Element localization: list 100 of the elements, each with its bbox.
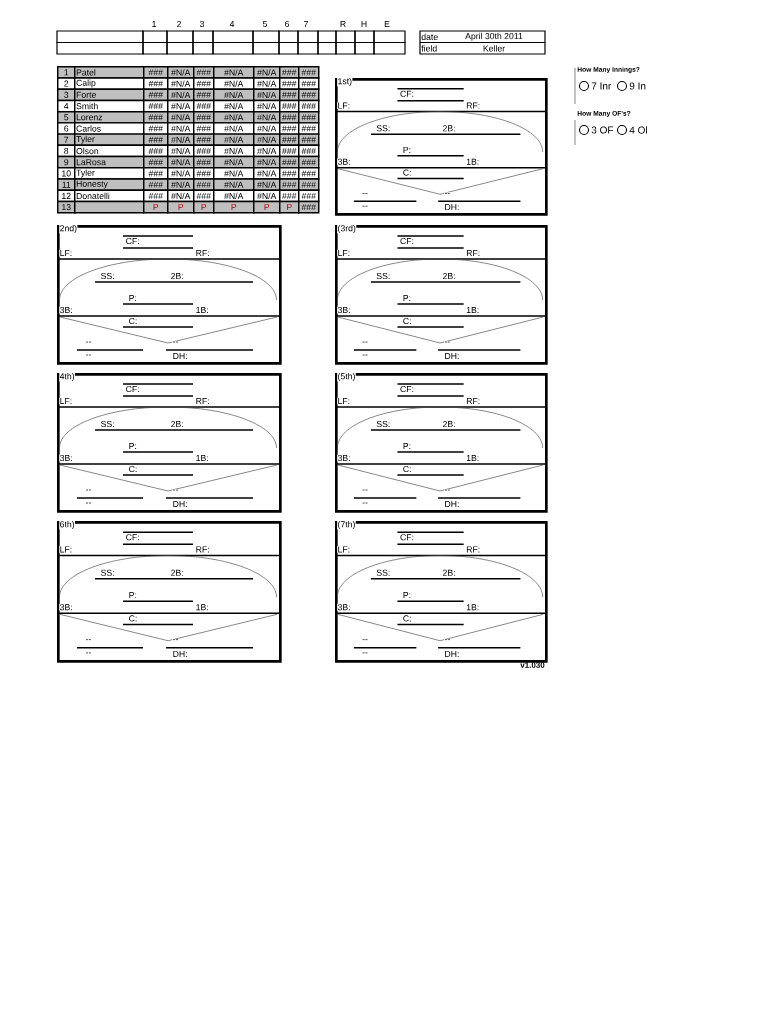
column-header: R	[340, 21, 346, 27]
field-box	[334, 520, 548, 663]
position-label: LF:	[337, 102, 351, 109]
blank-label: --	[444, 489, 451, 493]
position-label: RF:	[465, 546, 481, 553]
position-label: SS:	[375, 272, 391, 280]
field-value: April 30th 2011	[465, 32, 523, 41]
blank-label: --	[361, 489, 369, 493]
table-cell: #N/A	[213, 122, 255, 135]
table-cell: ###	[298, 167, 320, 180]
field-box	[56, 520, 282, 663]
inning-heading: 2nd)	[59, 224, 78, 234]
position-label: 3B:	[337, 454, 351, 462]
position-label: RF:	[195, 397, 211, 405]
inning-heading: (3rd)	[337, 224, 357, 234]
field-label: date	[421, 33, 438, 40]
position-label: DH:	[172, 352, 188, 360]
position-label: C:	[402, 317, 412, 325]
position-label: RF:	[195, 249, 211, 257]
position-label: SS:	[100, 569, 116, 577]
field-value: Keller	[483, 45, 505, 52]
table-cell: ###	[298, 133, 320, 147]
position-label: 3B:	[59, 454, 74, 462]
radio-button: 7 Inr	[578, 80, 612, 92]
position-label: DH:	[172, 650, 188, 658]
table-cell: ###	[143, 77, 169, 90]
column-header: 5	[262, 21, 268, 27]
table-cell: P	[253, 200, 281, 214]
position-label: 2B:	[442, 272, 456, 280]
blank-label: --	[361, 341, 369, 345]
position-label: 2B:	[442, 569, 456, 577]
position-label: SS:	[100, 420, 116, 428]
position-label: 3B:	[59, 603, 74, 611]
column-header: E	[384, 21, 390, 27]
blank-label: --	[172, 341, 179, 345]
field-box	[334, 224, 548, 365]
position-label: CF:	[125, 533, 141, 541]
position-label: 1B:	[465, 306, 480, 314]
position-label: LF:	[59, 397, 73, 405]
position-label: 1B:	[465, 454, 480, 462]
table-cell: ###	[279, 167, 300, 180]
table-cell: ###	[298, 178, 320, 191]
inning-heading: (7th)	[337, 520, 356, 530]
blank-label: --	[361, 205, 369, 209]
position-label: 2B:	[170, 272, 185, 280]
position-label: 3B:	[337, 603, 351, 611]
blank-label: --	[361, 354, 369, 358]
blank-label: --	[444, 192, 451, 196]
column-header: 2	[177, 21, 181, 28]
position-label: DH:	[444, 500, 460, 508]
blank-label: --	[444, 639, 451, 643]
inning-heading: 6th)	[59, 520, 75, 530]
table-cell: #N/A	[253, 122, 281, 135]
position-label: CF:	[399, 385, 415, 393]
table-cell: #N/A	[213, 167, 255, 180]
position-label: 2B:	[170, 569, 185, 577]
position-label: 1B:	[465, 158, 480, 166]
table-cell: 6	[57, 122, 76, 135]
table-cell: #N/A	[167, 122, 195, 135]
column-header: H	[361, 21, 367, 27]
field-box	[334, 372, 548, 513]
position-label: 1B:	[195, 603, 210, 611]
position-label: C:	[402, 465, 412, 473]
table-cell: ###	[193, 122, 215, 135]
table-cell: P	[279, 200, 300, 214]
blank-label: --	[85, 639, 92, 643]
radio-button: 3 OF	[578, 124, 614, 136]
position-label: C:	[402, 614, 412, 622]
table-cell: ###	[279, 77, 300, 90]
blank-label: --	[85, 341, 92, 345]
table-cell: ###	[298, 88, 320, 102]
position-label: LF:	[337, 249, 351, 257]
blank-label: --	[361, 639, 369, 643]
table-cell: P	[143, 200, 169, 214]
table-cell: #N/A	[253, 77, 281, 90]
position-label: P:	[128, 591, 138, 599]
position-label: 1B:	[465, 603, 480, 611]
inning-heading: (5th)	[337, 372, 356, 382]
position-label: LF:	[59, 546, 73, 553]
table-cell: #N/A	[167, 167, 195, 180]
position-label: DH:	[444, 203, 460, 211]
position-label: CF:	[399, 237, 415, 245]
position-label: 3B:	[337, 306, 351, 314]
blank-label: --	[361, 502, 369, 506]
table-cell: #N/A	[213, 77, 255, 90]
position-label: RF:	[465, 102, 481, 109]
blank-label: --	[85, 489, 92, 493]
table-cell: 2	[57, 77, 76, 90]
radio-button: 9 In	[616, 80, 646, 92]
table-cell: #N/A	[253, 167, 281, 180]
position-label: 3B:	[337, 158, 351, 166]
position-label: C:	[402, 169, 412, 177]
table-cell: ###	[193, 167, 215, 180]
position-label: LF:	[337, 546, 351, 553]
position-label: P:	[402, 294, 412, 302]
field-box	[334, 77, 548, 216]
position-label: DH:	[444, 352, 460, 360]
position-label: DH:	[444, 650, 460, 658]
table-cell: P	[193, 200, 215, 214]
position-label: P:	[128, 294, 138, 302]
